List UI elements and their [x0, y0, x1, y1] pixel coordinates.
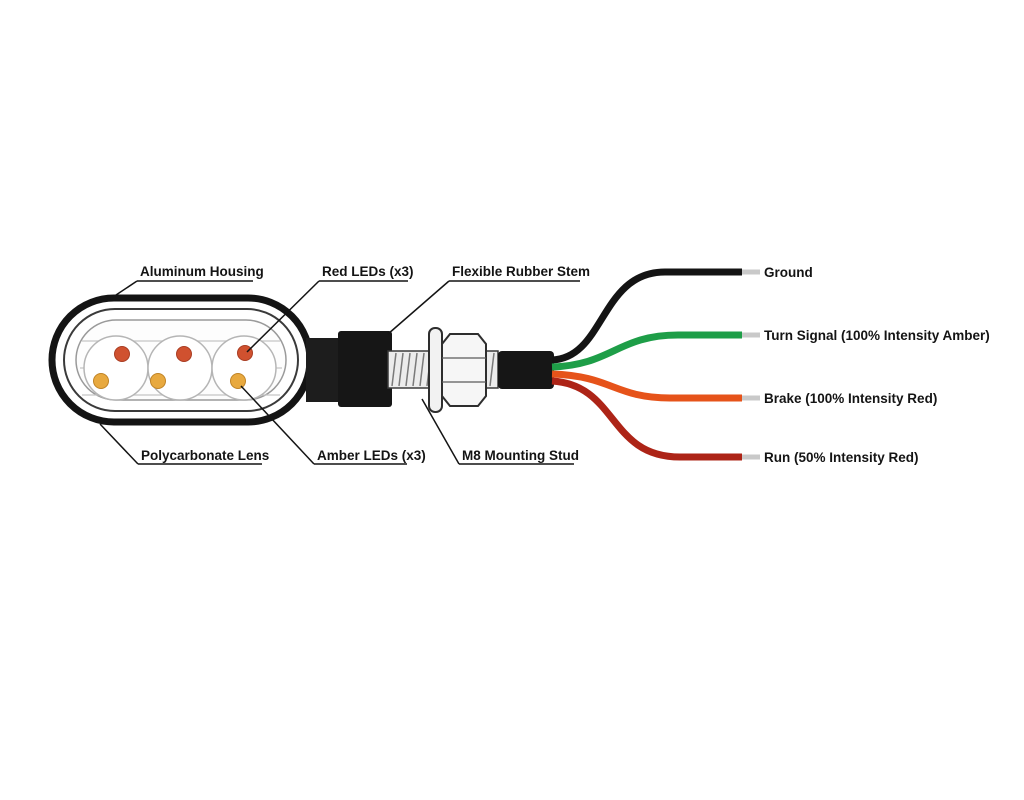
leader-polycarbonate-lens — [99, 423, 139, 465]
label-flexible-rubber-stem: Flexible Rubber Stem — [452, 264, 590, 279]
label-brake: Brake (100% Intensity Red) — [764, 391, 937, 406]
red-led — [176, 346, 192, 362]
lamp-housing — [48, 294, 314, 426]
label-m8-mounting-stud: M8 Mounting Stud — [462, 448, 579, 463]
label-aluminum-housing: Aluminum Housing — [140, 264, 264, 279]
leader-flexible-rubber-stem — [387, 280, 450, 335]
amber-led — [93, 373, 109, 389]
leader-m8-mounting-stud — [421, 398, 460, 465]
housing-inner-ring — [63, 308, 299, 412]
hex-nut — [441, 333, 487, 407]
wire-run — [551, 377, 742, 461]
stem-assembly — [306, 327, 554, 413]
wire-ground — [551, 268, 742, 364]
amber-led — [150, 373, 166, 389]
wire-harness — [551, 268, 760, 461]
leader-amber-leds — [240, 385, 315, 465]
wire-turn-signal — [551, 331, 742, 371]
wire-labels: Ground Turn Signal (100% Intensity Amber… — [764, 265, 990, 465]
label-red-leds: Red LEDs (x3) — [322, 264, 414, 279]
lens-circle — [147, 335, 213, 401]
housing-neck — [306, 338, 342, 402]
label-turn-signal: Turn Signal (100% Intensity Amber) — [764, 328, 990, 343]
label-ground: Ground — [764, 265, 813, 280]
rubber-stem-body — [338, 331, 392, 407]
part-labels: Aluminum Housing Red LEDs (x3) Flexible … — [99, 264, 590, 465]
lens-circle — [83, 335, 149, 401]
leader-red-leds — [246, 280, 320, 353]
leader-aluminum-housing — [106, 280, 138, 302]
lens-circle — [211, 335, 277, 401]
red-led — [114, 346, 130, 362]
wire-brake — [551, 370, 742, 402]
label-run: Run (50% Intensity Red) — [764, 450, 919, 465]
label-polycarbonate-lens: Polycarbonate Lens — [141, 448, 269, 463]
label-amber-leds: Amber LEDs (x3) — [317, 448, 426, 463]
flange-washer — [428, 327, 443, 413]
amber-led — [230, 373, 246, 389]
rubber-sleeve — [498, 351, 554, 389]
